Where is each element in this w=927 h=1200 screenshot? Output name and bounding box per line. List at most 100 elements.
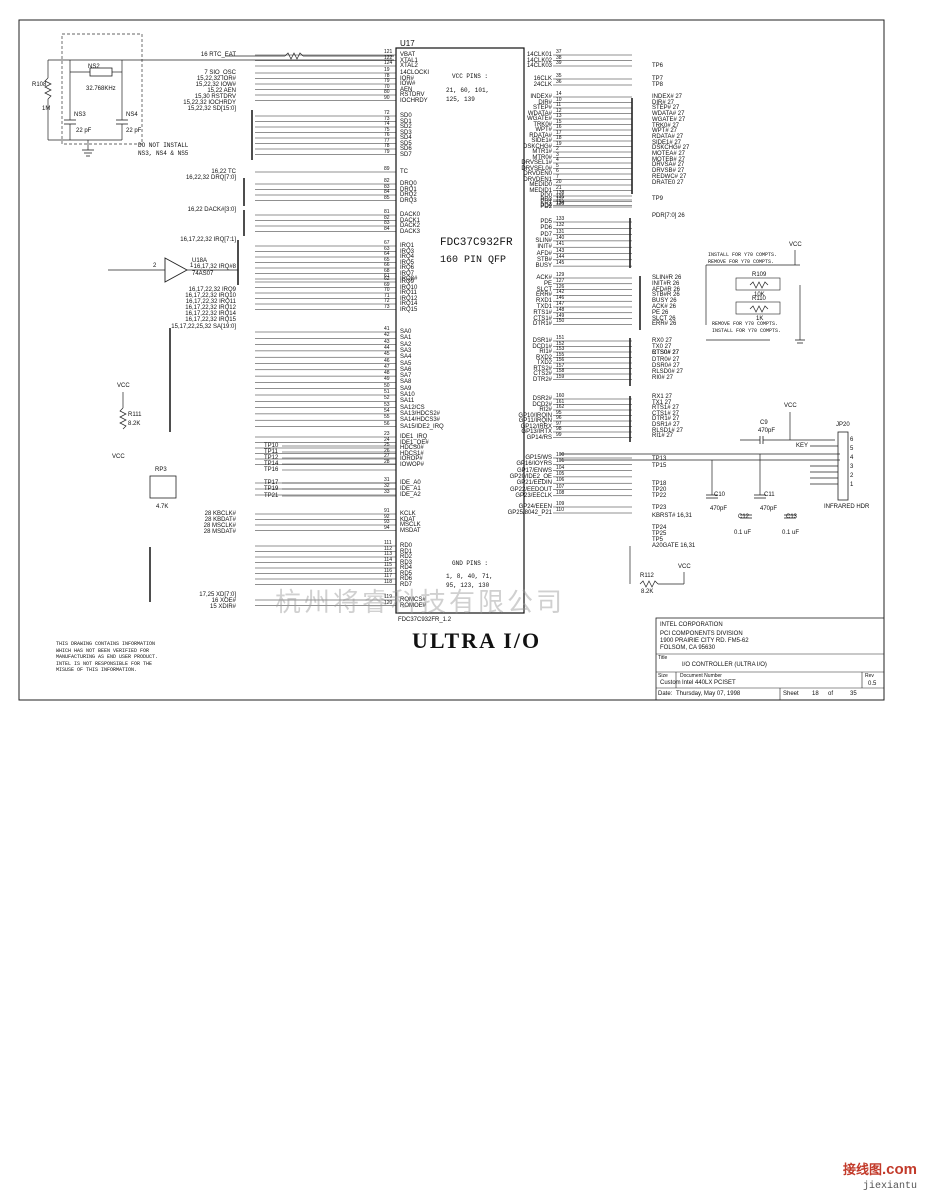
vcc-c9: VCC <box>784 403 797 409</box>
chip-pin-name: MSCLK <box>400 522 421 528</box>
disclaimer-line: MANUFACTURING AS END USER PRODUCT. <box>56 654 159 660</box>
signal-label: 15,30 RSTDRV <box>194 94 236 100</box>
chip-pin-number: 79 <box>384 78 390 84</box>
vcc-pins-line1: 21, 60, 101, <box>446 87 490 94</box>
signal-label: CTS1# 27 <box>652 410 680 417</box>
chip-pin-number: 126 <box>556 283 565 290</box>
signal-label: 16,17,32 IRQ#8 <box>193 264 236 270</box>
test-point-label: TP11 <box>264 449 278 455</box>
chip-pin-name: SA4 <box>400 354 412 361</box>
chip-pin-name: SIDE1# <box>531 138 552 144</box>
signal-label: INDEX# 27 <box>652 94 683 100</box>
signal-label: 15,17,22,25,32 SA[19:0] <box>171 324 236 330</box>
signal-label: SLCT 26 <box>652 315 676 322</box>
chip-pin-name: STEP# <box>532 105 552 111</box>
signal-label: 7 SIO_OSC <box>204 70 236 76</box>
chip-pin-name: SA3 <box>400 347 412 354</box>
signal-label: DRVSA# 27 <box>652 162 685 169</box>
tb-date-label: Date: <box>658 691 673 697</box>
chip-pin-number: 144 <box>556 253 565 260</box>
ns4-val: 22 pF <box>126 128 142 134</box>
c11-val: 470pF <box>760 506 778 512</box>
chip-pin-name: RD0 <box>400 543 413 549</box>
test-point-label: TP10 <box>264 443 279 449</box>
chip-pin-number: 47 <box>384 363 390 370</box>
chip-pin-number: 124 <box>384 60 393 66</box>
chip-pin-number: 109 <box>556 501 565 507</box>
chip-pin-number: 132 <box>556 222 565 229</box>
signal-label: 28 KBCLK# <box>204 511 236 517</box>
chip-pin-name: PE <box>543 280 552 287</box>
chip-pin-name: IRQ10 <box>400 284 418 291</box>
chip-pin-name: IOROP# <box>400 456 423 462</box>
chip-pin-number: 70 <box>384 287 390 293</box>
chip-pin-name: DRVDEN1 <box>523 176 552 183</box>
chip-pin-number: 53 <box>384 401 390 408</box>
chip-pin-name: SD7 <box>400 151 412 158</box>
chip-pin-number: 21 <box>556 184 562 191</box>
chip-pin-number: 138 <box>556 190 565 196</box>
chip-pin-number: 69 <box>384 281 390 288</box>
chip-pin-number: 91 <box>384 508 390 514</box>
chip-pin-name: IOW# <box>400 81 416 87</box>
chip-pin-number: 101 <box>556 458 565 465</box>
chip-pin-name: MSDAT <box>400 527 421 534</box>
chip-pin-number: 90 <box>384 94 390 101</box>
signal-label: PDR[7:0] 26 <box>652 213 685 219</box>
chip-pin-name: DRVSEL0# <box>521 165 552 172</box>
signal-label: 16 RTC_EAT <box>200 52 236 58</box>
chip-pin-number: 38 <box>556 54 562 61</box>
chip-pin-number: 7 <box>556 173 559 180</box>
chip-pin-number: 121 <box>384 49 393 55</box>
chip-pin-name: DACK1 <box>400 217 421 224</box>
chip-pin-name: IRQ11 <box>400 290 417 296</box>
chip-ref: U17 <box>400 39 415 48</box>
signal-label: DSR1# 27 <box>652 422 680 428</box>
chip-pin-number: 55 <box>384 414 390 421</box>
chip-pin-name: SD6 <box>400 146 412 152</box>
chip-pin-name: SD0 <box>400 113 412 119</box>
chip-pin-number: 113 <box>384 551 392 557</box>
chip-pin-name: DRQ3 <box>400 197 417 204</box>
chip-pin-number: 150 <box>556 318 565 325</box>
chip-pin-number: 12 <box>556 107 562 114</box>
signal-label: 28 MSCLK# <box>203 523 236 529</box>
chip-pin-name: SA0 <box>400 329 412 335</box>
chip-pin-number: 28 <box>384 458 390 465</box>
chip-pin-number: 137 <box>556 195 565 202</box>
r108-ref: R108 <box>32 82 47 88</box>
signal-label: DSKCHG# 27 <box>652 145 690 152</box>
c10-val: 470pF <box>710 506 728 512</box>
chip-pin-name: RSTDRV <box>400 92 425 98</box>
chip-pin-number: 73 <box>384 115 390 122</box>
signal-label: KBRST# 16,31 <box>652 513 693 519</box>
chip-pin-name: IOR# <box>400 75 415 82</box>
vcc-rp3: VCC <box>112 454 125 460</box>
chip-pin-name: AEN <box>400 86 413 93</box>
chip-pin-name: DACK3 <box>400 228 421 235</box>
chip-pin-name: SD5 <box>400 140 412 147</box>
gnd-pins-title: GND PINS : <box>452 560 489 567</box>
chip-pin-name: VBAT <box>400 52 416 58</box>
chip-pin-name: PD5 <box>540 219 552 225</box>
signal-label: TP20 <box>652 487 667 493</box>
chip-pin-number: 4 <box>556 157 559 163</box>
chip-pin-number: 159 <box>556 373 565 380</box>
chip-pin-number: 71 <box>384 292 390 299</box>
signal-label: RLSD0# 27 <box>652 369 684 375</box>
chip-pin-name: IDE1_IRQ <box>400 434 428 440</box>
jp20-pin-number: 4 <box>850 455 854 461</box>
signal-label: MOTEB# 27 <box>652 156 686 163</box>
chip-pin-name: DSKCHG# <box>522 143 552 150</box>
c10-ref: C10 <box>714 492 726 498</box>
chip-pin-number: 3 <box>556 151 559 158</box>
chip-pin-name: HDCS1# <box>400 450 424 457</box>
chip-pin-number: 54 <box>384 407 390 414</box>
chip-pin-number: 75 <box>384 126 390 133</box>
chip-pin-name: TRK0# <box>533 121 552 128</box>
signal-label: DTR0# 27 <box>652 356 680 363</box>
signal-label: 16,22 DACK#[3:0] <box>187 207 236 213</box>
chip-pin-name: GP15/WS <box>525 455 552 461</box>
chip-pin-number: 45 <box>384 351 390 358</box>
chip-pin-number: 131 <box>556 228 565 235</box>
